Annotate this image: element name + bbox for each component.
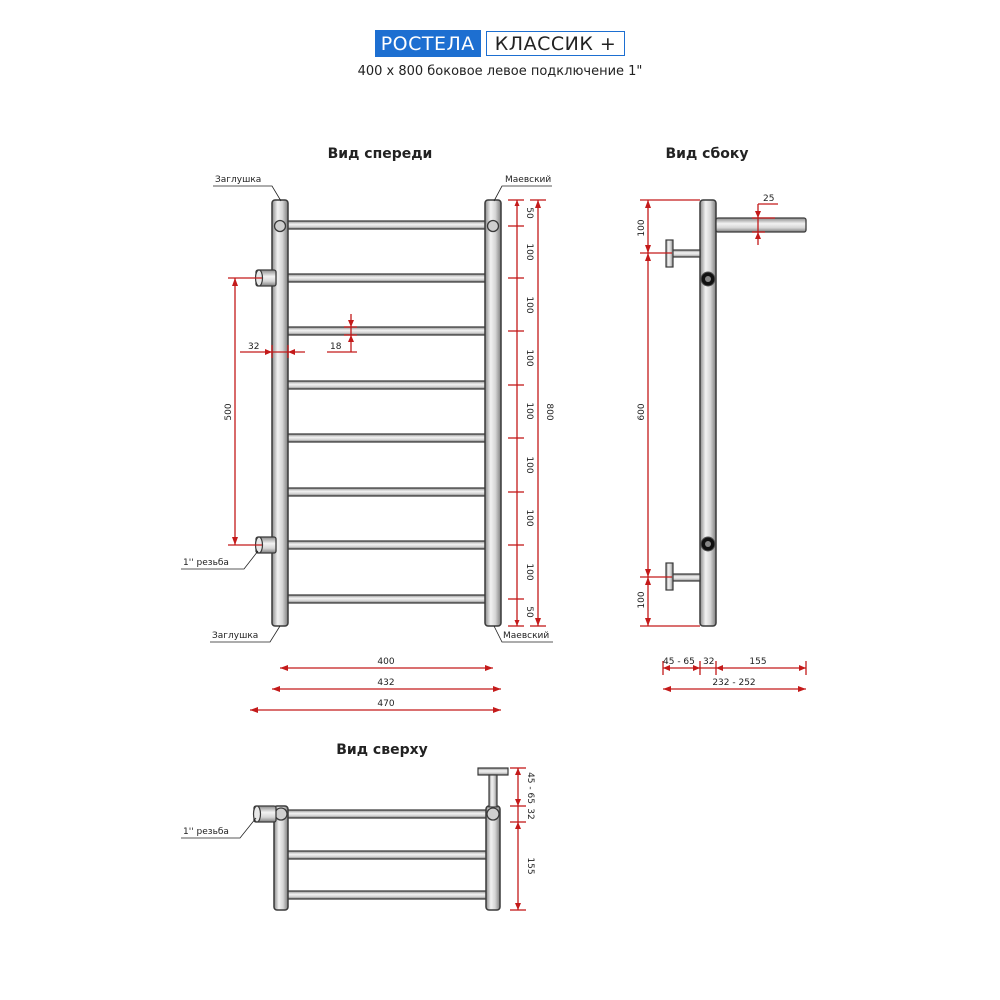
label-thread-front: 1'' резьба (183, 558, 229, 568)
dim-18: 18 (330, 342, 342, 352)
brand-row: РОСТЕЛА КЛАССИК + (374, 30, 626, 57)
top-view-title: Вид сверху (336, 742, 428, 758)
dim-step-100: 100 (524, 563, 534, 580)
product-subtitle: 400 х 800 боковое левое подключение 1" (357, 64, 643, 79)
dim-side-32: 32 (703, 657, 714, 667)
top-view: Вид сверху 1'' резьба 45 - 65 32 155 (181, 742, 535, 911)
label-plug-top: Заглушка (215, 175, 261, 185)
dim-470: 470 (377, 699, 394, 709)
dim-top-45-65: 45 - 65 (525, 772, 535, 804)
dim-top-155: 155 (525, 857, 535, 874)
rung-end-icon (273, 219, 287, 233)
front-rungs (280, 220, 492, 604)
dim-side-232-252: 232 - 252 (712, 678, 755, 688)
dim-side-600: 600 (637, 403, 647, 420)
dim-arrow-icon (265, 349, 295, 355)
dim-side-155: 155 (749, 657, 766, 667)
side-view-title: Вид сбоку (666, 146, 749, 162)
top-rail (280, 850, 494, 860)
rung (280, 433, 492, 443)
dim-step-chain (508, 199, 524, 627)
rung (280, 380, 492, 390)
rung (280, 273, 492, 283)
front-view: Вид спереди Заглушка Маевс (181, 146, 554, 713)
leader-line (181, 817, 257, 839)
top-side-right (485, 805, 501, 911)
side-top-pipe (715, 217, 807, 233)
dim-step-50-bottom: 50 (524, 606, 534, 618)
dim-top-32: 32 (525, 808, 535, 819)
dim-arrow-icon (755, 211, 761, 239)
dim-32-front: 32 (248, 342, 259, 352)
leader-line (493, 185, 552, 202)
top-wall-bracket (477, 767, 509, 808)
rung-end-icon (486, 219, 500, 233)
top-inlet (252, 805, 277, 823)
top-rail (280, 890, 494, 900)
dim-500: 500 (224, 403, 234, 420)
side-view: Вид сбоку 25 100 600 (637, 146, 807, 692)
dim-400: 400 (377, 657, 394, 667)
dim-step-100: 100 (524, 243, 534, 260)
rung (280, 220, 492, 230)
right-pipe (484, 199, 502, 627)
rung-end-icon (486, 807, 500, 821)
side-pipe (699, 199, 717, 627)
brand-logo: РОСТЕЛА (374, 30, 481, 57)
leader-line (493, 625, 553, 643)
dim-side-100-top: 100 (637, 219, 647, 236)
leader-line (181, 550, 259, 570)
leader-line (213, 185, 282, 202)
leader-line (210, 625, 281, 643)
dim-side-100-bottom: 100 (637, 591, 647, 608)
model-name: КЛАССИК + (485, 31, 626, 56)
dim-step-100: 100 (524, 349, 534, 366)
dim-step-100: 100 (524, 456, 534, 473)
label-mayevsky-top: Маевский (505, 175, 551, 185)
dim-step-100: 100 (524, 296, 534, 313)
rung (280, 487, 492, 497)
rung (280, 594, 492, 604)
label-thread-top: 1'' резьба (183, 827, 229, 837)
header: РОСТЕЛА КЛАССИК + 400 х 800 боковое лево… (0, 30, 1000, 79)
front-view-title: Вид спереди (328, 146, 433, 162)
port-icon (705, 541, 711, 547)
dim-step-100: 100 (524, 509, 534, 526)
dim-step-100: 100 (524, 402, 534, 419)
rung (280, 540, 492, 550)
label-mayevsky-bottom: Маевский (503, 631, 549, 641)
top-side-left (273, 805, 289, 911)
dim-800: 800 (544, 403, 554, 420)
port-icon (705, 276, 711, 282)
dim-25: 25 (763, 194, 774, 204)
label-plug-bottom: Заглушка (212, 631, 258, 641)
dim-432: 432 (377, 678, 394, 688)
dim-step-50-top: 50 (524, 207, 534, 219)
rung (280, 326, 492, 336)
left-pipe (271, 199, 289, 627)
top-rail (280, 809, 494, 819)
rung-end-icon (274, 807, 288, 821)
dim-side-45-65: 45 - 65 (663, 657, 695, 667)
dim-arrow-icon (348, 320, 354, 342)
